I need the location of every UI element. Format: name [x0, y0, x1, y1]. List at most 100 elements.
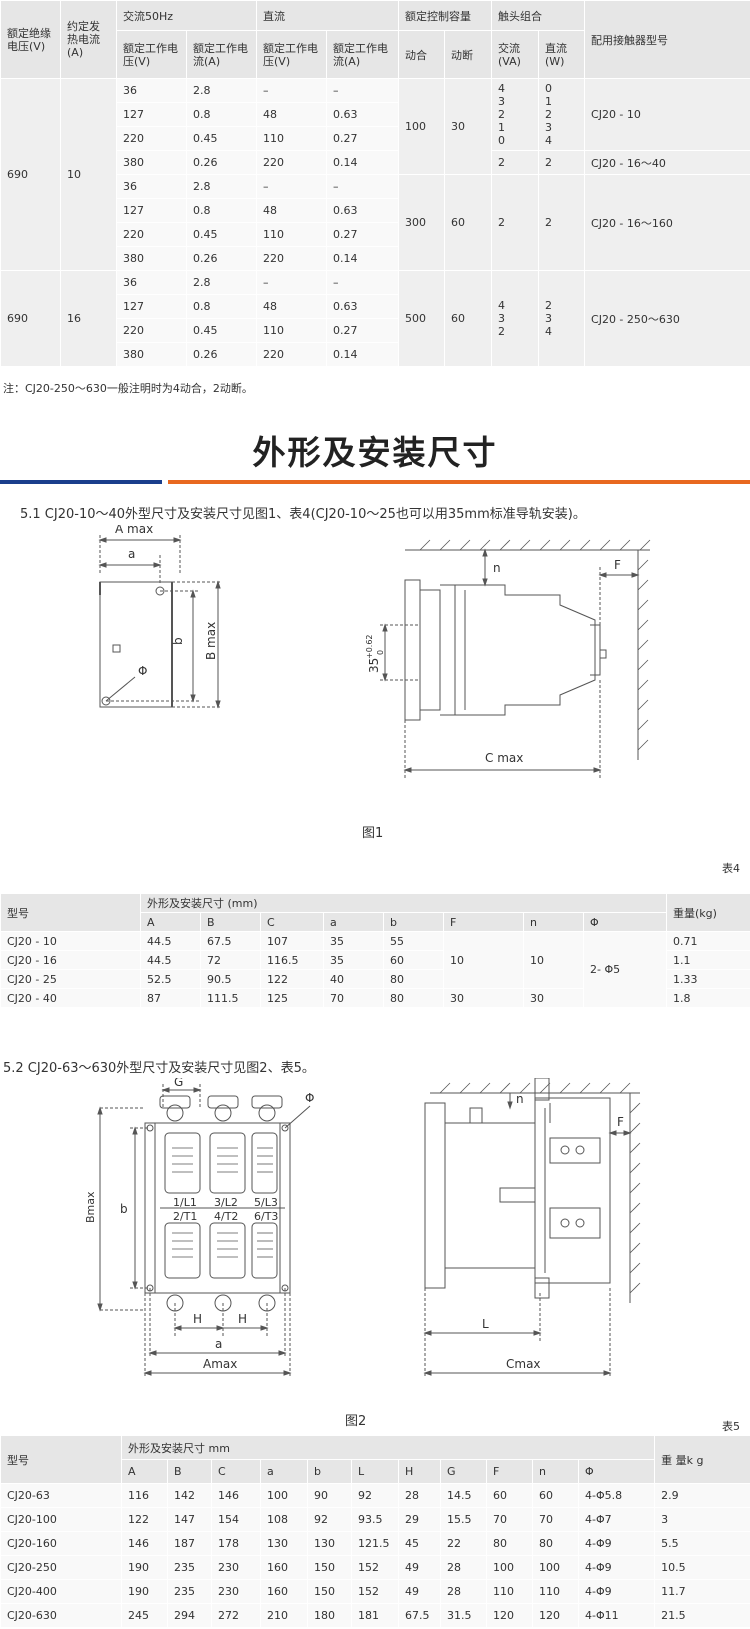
g2-thermal: 16	[60, 270, 117, 367]
t5-weight: 10.5	[654, 1555, 750, 1580]
t5-cell: 93.5	[351, 1507, 399, 1532]
hdr-insulation-voltage: 额定绝缘电压(V)	[0, 0, 61, 79]
t4-col-phi: Φ	[582, 912, 668, 932]
t4-model: CJ20 - 16	[0, 950, 141, 970]
t5-model: CJ20-100	[0, 1507, 122, 1532]
t4-C: 122	[260, 969, 324, 989]
hdr-ac: 交流50Hz	[115, 0, 258, 31]
dc-voltage: 48	[256, 198, 328, 223]
t5-cell: 80	[532, 1531, 579, 1556]
t5-cell: 100	[486, 1555, 533, 1580]
t5-model: CJ20-400	[0, 1579, 122, 1604]
t4-col-n: n	[523, 912, 584, 932]
t5-col: B	[167, 1459, 212, 1484]
t5-cell: 187	[167, 1531, 212, 1556]
t5-model: CJ20-630	[0, 1603, 122, 1628]
ac-current: 0.26	[185, 150, 258, 175]
fig1-label-rail-tol-up: +0.62	[365, 634, 374, 659]
contact2-w: 2	[538, 150, 586, 175]
contact3-model: CJ20 - 16～160	[584, 174, 750, 271]
t5-cell: 28	[440, 1579, 487, 1604]
t4-B: 67.5	[200, 931, 261, 951]
contact2-model: CJ20 - 16～40	[584, 150, 750, 175]
figure-2-caption: 图2	[345, 1414, 367, 1429]
dc-voltage: 220	[256, 342, 328, 367]
ac-voltage: 127	[116, 102, 187, 127]
t4-B: 111.5	[200, 988, 261, 1008]
ac-voltage: 220	[116, 318, 187, 343]
ac-voltage: 220	[116, 126, 187, 151]
t4-col-a-upper: A	[140, 912, 201, 932]
t5-cell: 60	[486, 1483, 533, 1508]
dc-voltage: 110	[256, 222, 328, 247]
cap3-break: 60	[444, 270, 493, 367]
dc-voltage: –	[256, 270, 328, 295]
t5-cell: 235	[167, 1579, 212, 1604]
t5-cell: 4-Φ9	[577, 1555, 656, 1580]
fig1-label-f: F	[614, 558, 621, 572]
t5-col: F	[486, 1459, 533, 1484]
t5-cell: 181	[351, 1603, 399, 1628]
t5-col: C	[211, 1459, 261, 1484]
t4-C: 116.5	[260, 950, 324, 970]
t4-B: 72	[200, 950, 261, 970]
hdr-break: 动断	[444, 30, 493, 79]
t5-cell: 160	[260, 1555, 308, 1580]
t5-cell: 4-Φ9	[577, 1531, 656, 1556]
t4-a: 70	[323, 988, 384, 1008]
title-bar-orange	[168, 480, 750, 484]
t4-b: 55	[383, 931, 444, 951]
t4-phi-merged: 2- Φ5	[582, 931, 668, 1008]
dc-current: 0.14	[326, 246, 400, 271]
t5-cell: 190	[121, 1579, 168, 1604]
dc-current: 0.14	[326, 342, 400, 367]
t5-cell: 120	[486, 1603, 533, 1628]
t5-cell: 4-Φ7	[577, 1507, 656, 1532]
g1-thermal: 10	[60, 78, 117, 271]
t5-cell: 152	[351, 1579, 399, 1604]
cap2-make: 300	[398, 174, 446, 271]
t5-cell: 121.5	[351, 1531, 399, 1556]
t4-model: CJ20 - 25	[0, 969, 141, 989]
ac-current: 0.45	[185, 126, 258, 151]
dc-current: –	[326, 174, 400, 199]
cap3-make: 500	[398, 270, 446, 367]
hdr-dc: 直流	[256, 0, 400, 31]
dc-voltage: 110	[256, 126, 328, 151]
t5-col-header-row: A B C a b L H G F n Φ	[1, 1459, 750, 1484]
contact4-w: 2 3 4	[538, 270, 586, 367]
t5-cell: 110	[532, 1579, 579, 1604]
cap2-break: 60	[444, 174, 493, 271]
contact1-va: 4 3 2 1 0	[491, 78, 540, 151]
t5-cell: 29	[398, 1507, 441, 1532]
rating-table: 额定绝缘电压(V) 约定发热电流(A) 交流50Hz 直流 额定控制容量 触头组…	[0, 0, 750, 367]
t4-b: 80	[383, 988, 444, 1008]
hdr-make: 动合	[398, 30, 446, 79]
t5-cell: 4-Φ5.8	[577, 1483, 656, 1508]
hdr-dc-voltage: 额定工作电压(V)	[256, 30, 328, 79]
cap1-make: 100	[398, 78, 446, 175]
t5-cell: 90	[307, 1483, 352, 1508]
fig1-label-amax: A max	[115, 525, 153, 536]
dc-voltage: 48	[256, 294, 328, 319]
t5-cell: 230	[211, 1555, 261, 1580]
fig2-side-view	[423, 1078, 641, 1378]
ac-voltage: 127	[116, 294, 187, 319]
fig2-terminal-1l1: 1/L1	[173, 1196, 197, 1209]
t4-col-a: a	[323, 912, 384, 932]
t5-cell: 154	[211, 1507, 261, 1532]
t4-a: 40	[323, 969, 384, 989]
t5-cell: 15.5	[440, 1507, 487, 1532]
t5-cell: 150	[307, 1579, 352, 1604]
contact4-model: CJ20 - 250～630	[584, 270, 750, 367]
t4-weight: 1.1	[666, 950, 750, 970]
t5-col: b	[307, 1459, 352, 1484]
ac-voltage: 380	[116, 246, 187, 271]
t5-col: G	[440, 1459, 487, 1484]
dc-voltage: –	[256, 174, 328, 199]
t5-cell: 230	[211, 1579, 261, 1604]
fig2-label-b: b	[120, 1202, 128, 1216]
t5-weight: 21.5	[654, 1603, 750, 1628]
